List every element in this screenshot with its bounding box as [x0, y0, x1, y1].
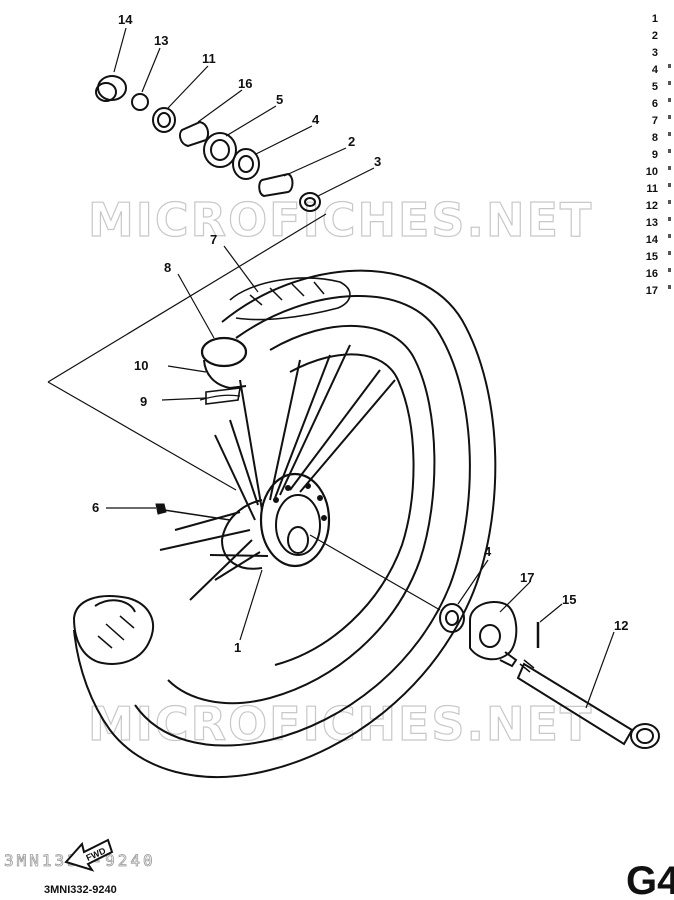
callouts: 14 13 11 16 5 4 2 3 7 8 10 9 6 1 4 17 15…: [92, 12, 628, 655]
callout-10: 10: [134, 358, 148, 373]
callout-5: 5: [276, 92, 283, 107]
figure-label: G4: [626, 859, 674, 900]
leader-lines: [47, 27, 615, 709]
legend-5: 5: [652, 81, 658, 93]
callout-13: 13: [154, 33, 168, 48]
legend-9: 9: [652, 149, 658, 161]
callout-14: 14: [118, 12, 133, 27]
callout-3: 3: [374, 154, 381, 169]
legend-6: 6: [652, 98, 658, 110]
legend-column: 1 2 3 4 5 6 7 8 9 10 11 12 13 14 15 16 1…: [646, 13, 659, 297]
legend-16: 16: [646, 268, 658, 280]
legend-2: 2: [652, 30, 658, 42]
legend-3: 3: [652, 47, 658, 59]
callout-2: 2: [348, 134, 355, 149]
legend-15: 15: [646, 251, 658, 263]
watermark-top: MICROFICHES.NET: [88, 193, 593, 247]
callout-4-lower: 4: [484, 544, 492, 559]
callout-4-upper: 4: [312, 112, 320, 127]
callout-7: 7: [210, 232, 217, 247]
callout-15: 15: [562, 592, 576, 607]
lower-right-parts: [439, 601, 660, 749]
legend-1: 1: [652, 13, 658, 25]
callout-6: 6: [92, 500, 99, 515]
wheel-drawing: [72, 269, 497, 778]
callout-16: 16: [238, 76, 252, 91]
upper-parts: [95, 75, 321, 212]
callout-12: 12: [614, 618, 628, 633]
callout-9: 9: [140, 394, 147, 409]
legend-4: 4: [652, 64, 659, 76]
legend-10: 10: [646, 166, 658, 178]
legend-8: 8: [652, 132, 658, 144]
callout-8: 8: [164, 260, 171, 275]
legend-12: 12: [646, 200, 658, 212]
legend-17: 17: [646, 285, 658, 297]
callout-11: 11: [202, 51, 216, 66]
legend-marks: [668, 64, 671, 289]
legend-14: 14: [646, 234, 659, 246]
part-code: 3MNI332-9240: [44, 884, 117, 896]
legend-13: 13: [646, 217, 658, 229]
spoke-nipple: [155, 503, 231, 521]
legend-7: 7: [652, 115, 658, 127]
callout-17: 17: [520, 570, 534, 585]
legend-11: 11: [646, 183, 658, 195]
callout-1: 1: [234, 640, 241, 655]
